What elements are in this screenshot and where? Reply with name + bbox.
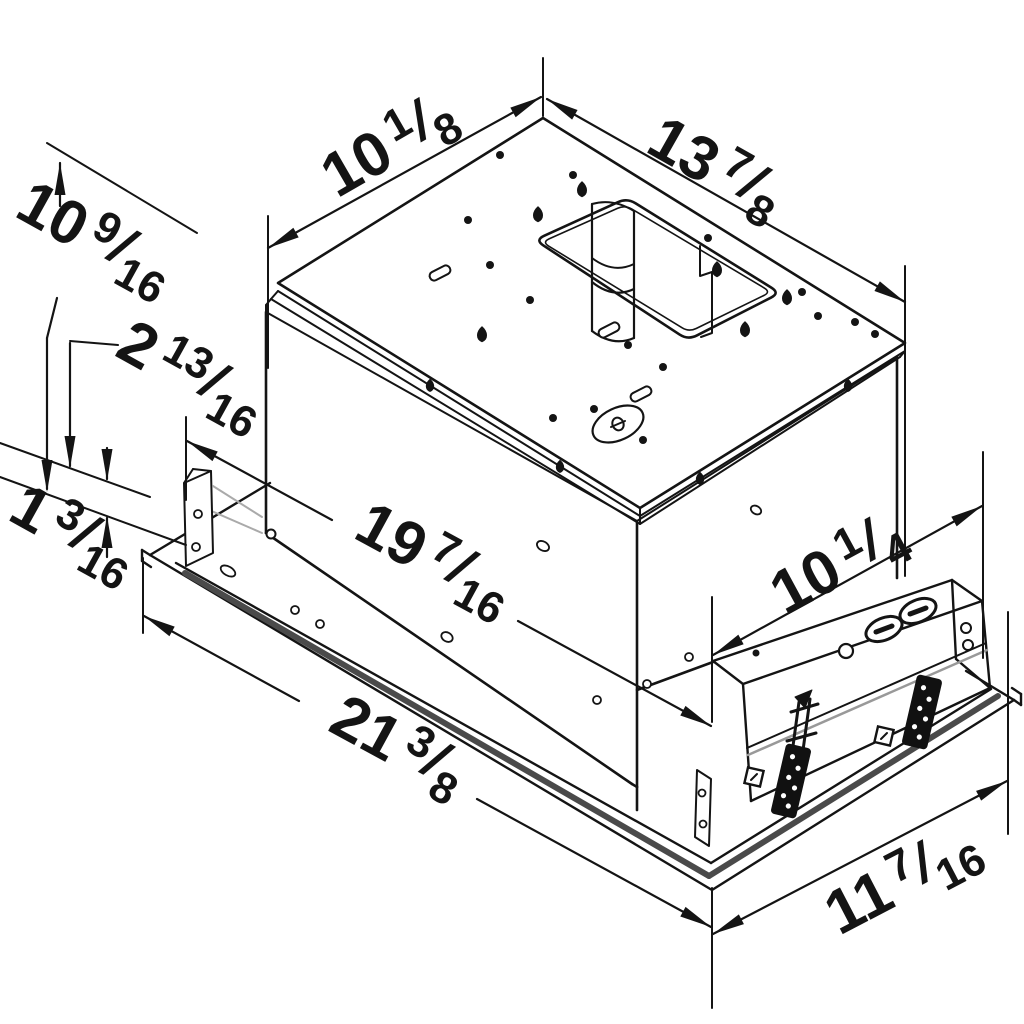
dimension-body-depth: 101/4 bbox=[711, 451, 984, 659]
duct-opening bbox=[538, 199, 777, 339]
square-knockout bbox=[872, 724, 896, 748]
mounting-bracket-left bbox=[183, 468, 263, 567]
dimension-label-overall-height: 109/16 bbox=[3, 164, 188, 314]
perforated-bracket bbox=[902, 674, 942, 750]
dimension-frame-length: 213/8 bbox=[142, 557, 713, 1009]
svg-text:109/16: 109/16 bbox=[3, 164, 188, 314]
svg-text:117/16: 117/16 bbox=[812, 808, 994, 954]
svg-text:13/16: 13/16 bbox=[0, 467, 151, 601]
bottom-frame bbox=[140, 481, 1023, 892]
top-mounting-panel bbox=[265, 116, 907, 525]
perforated-bracket bbox=[771, 743, 811, 819]
dimension-flange-height: 13/16 bbox=[0, 442, 151, 601]
mounting-bracket-front bbox=[694, 769, 712, 847]
ground-symbol bbox=[591, 404, 645, 444]
square-knockout bbox=[742, 765, 766, 789]
frame-band-holes bbox=[219, 564, 694, 705]
svg-text:213/16: 213/16 bbox=[103, 303, 279, 448]
dimension-label-body-length: 197/16 bbox=[342, 485, 527, 635]
dimension-label-flange-height: 13/16 bbox=[0, 467, 151, 601]
dimension-mid-height: 213/16 bbox=[64, 303, 279, 468]
duct-pipe-cylinder bbox=[590, 201, 636, 343]
dimension-label-mid-height: 213/16 bbox=[103, 303, 279, 449]
svg-text:197/16: 197/16 bbox=[342, 485, 527, 635]
knockout-ovals bbox=[752, 596, 974, 660]
top-panel-holes bbox=[425, 151, 879, 485]
hood-body-walls bbox=[264, 310, 899, 812]
hood-insert bbox=[140, 116, 1023, 892]
dimension-label-frame-depth: 117/16 bbox=[812, 808, 994, 954]
